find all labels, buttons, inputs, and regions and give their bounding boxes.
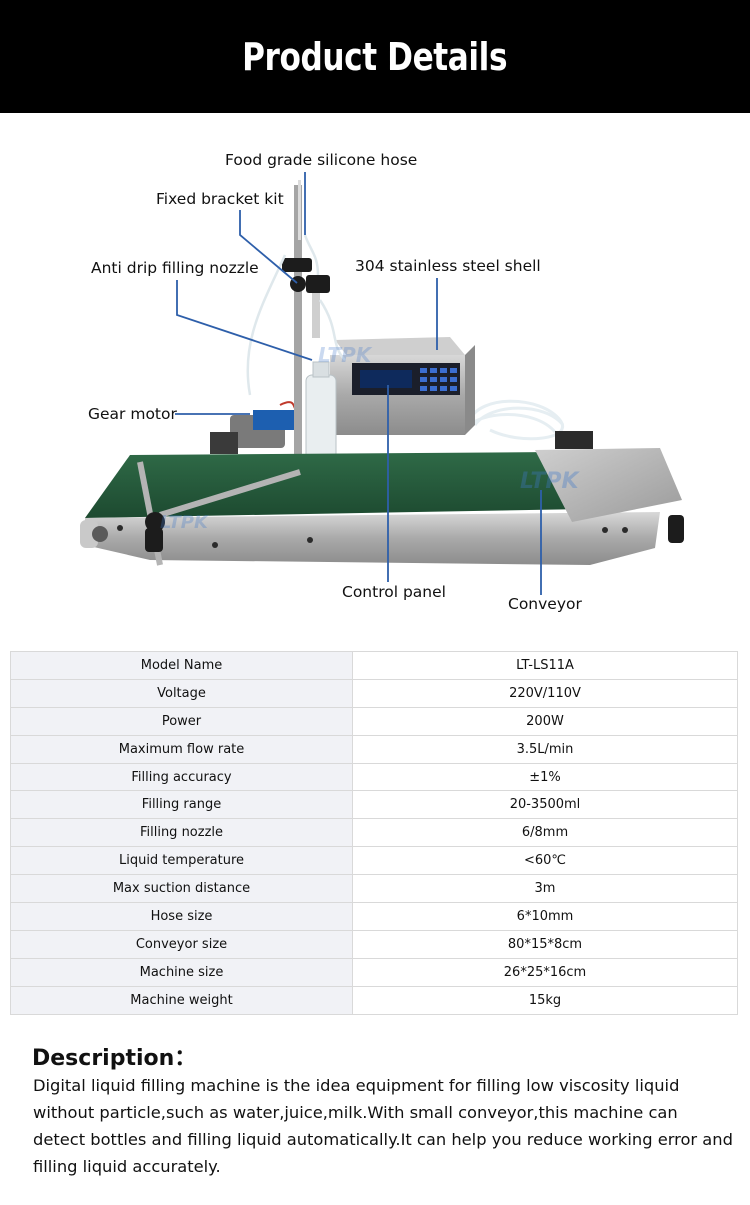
spec-value: 6*10mm <box>352 902 738 931</box>
spec-name: Machine size <box>10 957 353 987</box>
product-figure: LTPK LTPK LTPK Food grade silicone hose … <box>0 113 750 640</box>
spec-value: 3m <box>352 874 738 904</box>
description-text: Digital liquid filling machine is the id… <box>33 1076 733 1176</box>
spec-value: <60℃ <box>352 846 738 876</box>
spec-value: 220V/110V <box>352 678 738 708</box>
page-header: Product Details <box>0 0 750 113</box>
callout-shell: 304 stainless steel shell <box>355 257 541 275</box>
callout-conveyor: Conveyor <box>508 595 582 613</box>
machine-illustration: LTPK LTPK LTPK <box>80 172 684 595</box>
conveyor <box>80 448 684 566</box>
callout-hose: Food grade silicone hose <box>225 151 418 169</box>
spec-name: Max suction distance <box>10 874 353 904</box>
spec-name: Power <box>10 706 353 736</box>
hose-clip <box>555 431 593 449</box>
callout-motor: Gear motor <box>88 405 177 423</box>
watermark-3: LTPK <box>160 512 210 533</box>
spec-value: 26*25*16cm <box>352 957 738 987</box>
pump-body <box>330 337 475 435</box>
spec-name: Voltage <box>10 678 353 708</box>
leader-lines <box>175 172 542 595</box>
spec-value: 3.5L/min <box>352 734 738 764</box>
spec-value: 80*15*8cm <box>352 929 738 959</box>
bracket-post <box>294 185 302 485</box>
spec-name: Model Name <box>10 651 353 680</box>
spec-value: LT-LS11A <box>352 651 738 680</box>
callout-panel: Control panel <box>342 583 446 601</box>
callout-nozzle: Anti drip filling nozzle <box>91 259 259 277</box>
spec-value: ±1% <box>352 762 738 792</box>
spec-name: Filling range <box>10 790 353 820</box>
bracket-clamps <box>282 258 330 293</box>
nozzle-tube <box>312 293 320 338</box>
spec-name: Filling nozzle <box>10 818 353 848</box>
spec-value: 6/8mm <box>352 818 738 848</box>
spec-value: 200W <box>352 706 738 736</box>
spec-name: Liquid temperature <box>10 846 353 876</box>
spec-value: 15kg <box>352 985 738 1015</box>
spec-name: Maximum flow rate <box>10 734 353 764</box>
spec-name: Machine weight <box>10 985 353 1015</box>
watermark-1: LTPK <box>318 343 373 367</box>
page-title: Product Details <box>242 34 508 79</box>
silicone-hose <box>246 234 346 396</box>
table-row: Filling accuracy±1% <box>10 762 738 792</box>
spec-name: Hose size <box>10 902 353 931</box>
watermark-2: LTPK <box>520 469 581 494</box>
spec-value: 20-3500ml <box>352 790 738 820</box>
description-heading: Description： <box>32 1046 197 1071</box>
spec-name: Filling accuracy <box>10 762 353 792</box>
bottle <box>305 361 337 471</box>
hose-coil <box>463 399 565 441</box>
table-row: Liquid temperature<60℃ <box>10 846 738 876</box>
spec-name: Conveyor size <box>10 929 353 959</box>
gear-motor <box>210 401 301 454</box>
callout-bracket: Fixed bracket kit <box>156 190 284 208</box>
